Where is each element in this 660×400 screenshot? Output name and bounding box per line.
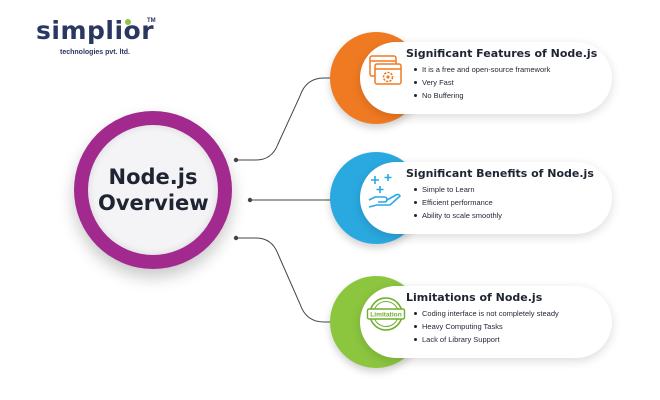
list-item: Efficient performance xyxy=(414,196,502,209)
card-limitations: Limitation Limitations of Node.js Coding… xyxy=(330,276,620,368)
card-list: Coding interface is not completely stead… xyxy=(414,307,559,346)
card-features: Significant Features of Node.js It is a … xyxy=(330,32,620,124)
center-title: Node.js Overview xyxy=(98,165,209,215)
code-settings-icon xyxy=(366,50,406,90)
center-circle: Node.js Overview xyxy=(74,111,232,269)
card-title: Limitations of Node.js xyxy=(406,291,543,304)
card-benefits: Significant Benefits of Node.js Simple t… xyxy=(330,152,620,244)
connector-bottom xyxy=(236,237,333,323)
center-inner-disc: Node.js Overview xyxy=(88,125,218,255)
connector-dot-middle xyxy=(247,197,253,203)
list-item: Simple to Learn xyxy=(414,183,502,196)
connector-dot-bottom xyxy=(233,235,239,241)
list-item: No Buffering xyxy=(414,89,550,102)
connector-dot-top xyxy=(233,157,239,163)
connector-top xyxy=(236,77,333,161)
brand-logo: simplior TM technologies pvt. ltd. xyxy=(36,16,166,64)
list-item: Lack of Library Support xyxy=(414,333,559,346)
logo-trademark: TM xyxy=(147,18,156,24)
limitation-badge-text: Limitation xyxy=(370,312,402,319)
card-title: Significant Features of Node.js xyxy=(406,47,598,60)
card-pill xyxy=(360,286,612,358)
logo-dot xyxy=(125,19,131,25)
list-item: Coding interface is not completely stead… xyxy=(414,307,559,320)
list-item: It is a free and open-source framework xyxy=(414,63,550,76)
hand-plus-icon xyxy=(366,170,406,210)
logo-tagline: technologies pvt. ltd. xyxy=(60,49,131,56)
limitation-badge-icon: Limitation xyxy=(366,294,406,334)
card-title: Significant Benefits of Node.js xyxy=(406,167,594,180)
card-pill xyxy=(360,42,612,114)
card-list: Simple to Learn Efficient performance Ab… xyxy=(414,183,502,222)
logo-wordmark: simplior xyxy=(36,16,155,45)
list-item: Very Fast xyxy=(414,76,550,89)
card-pill xyxy=(360,162,612,234)
card-list: It is a free and open-source framework V… xyxy=(414,63,550,102)
list-item: Ability to scale smoothly xyxy=(414,209,502,222)
list-item: Heavy Computing Tasks xyxy=(414,320,559,333)
